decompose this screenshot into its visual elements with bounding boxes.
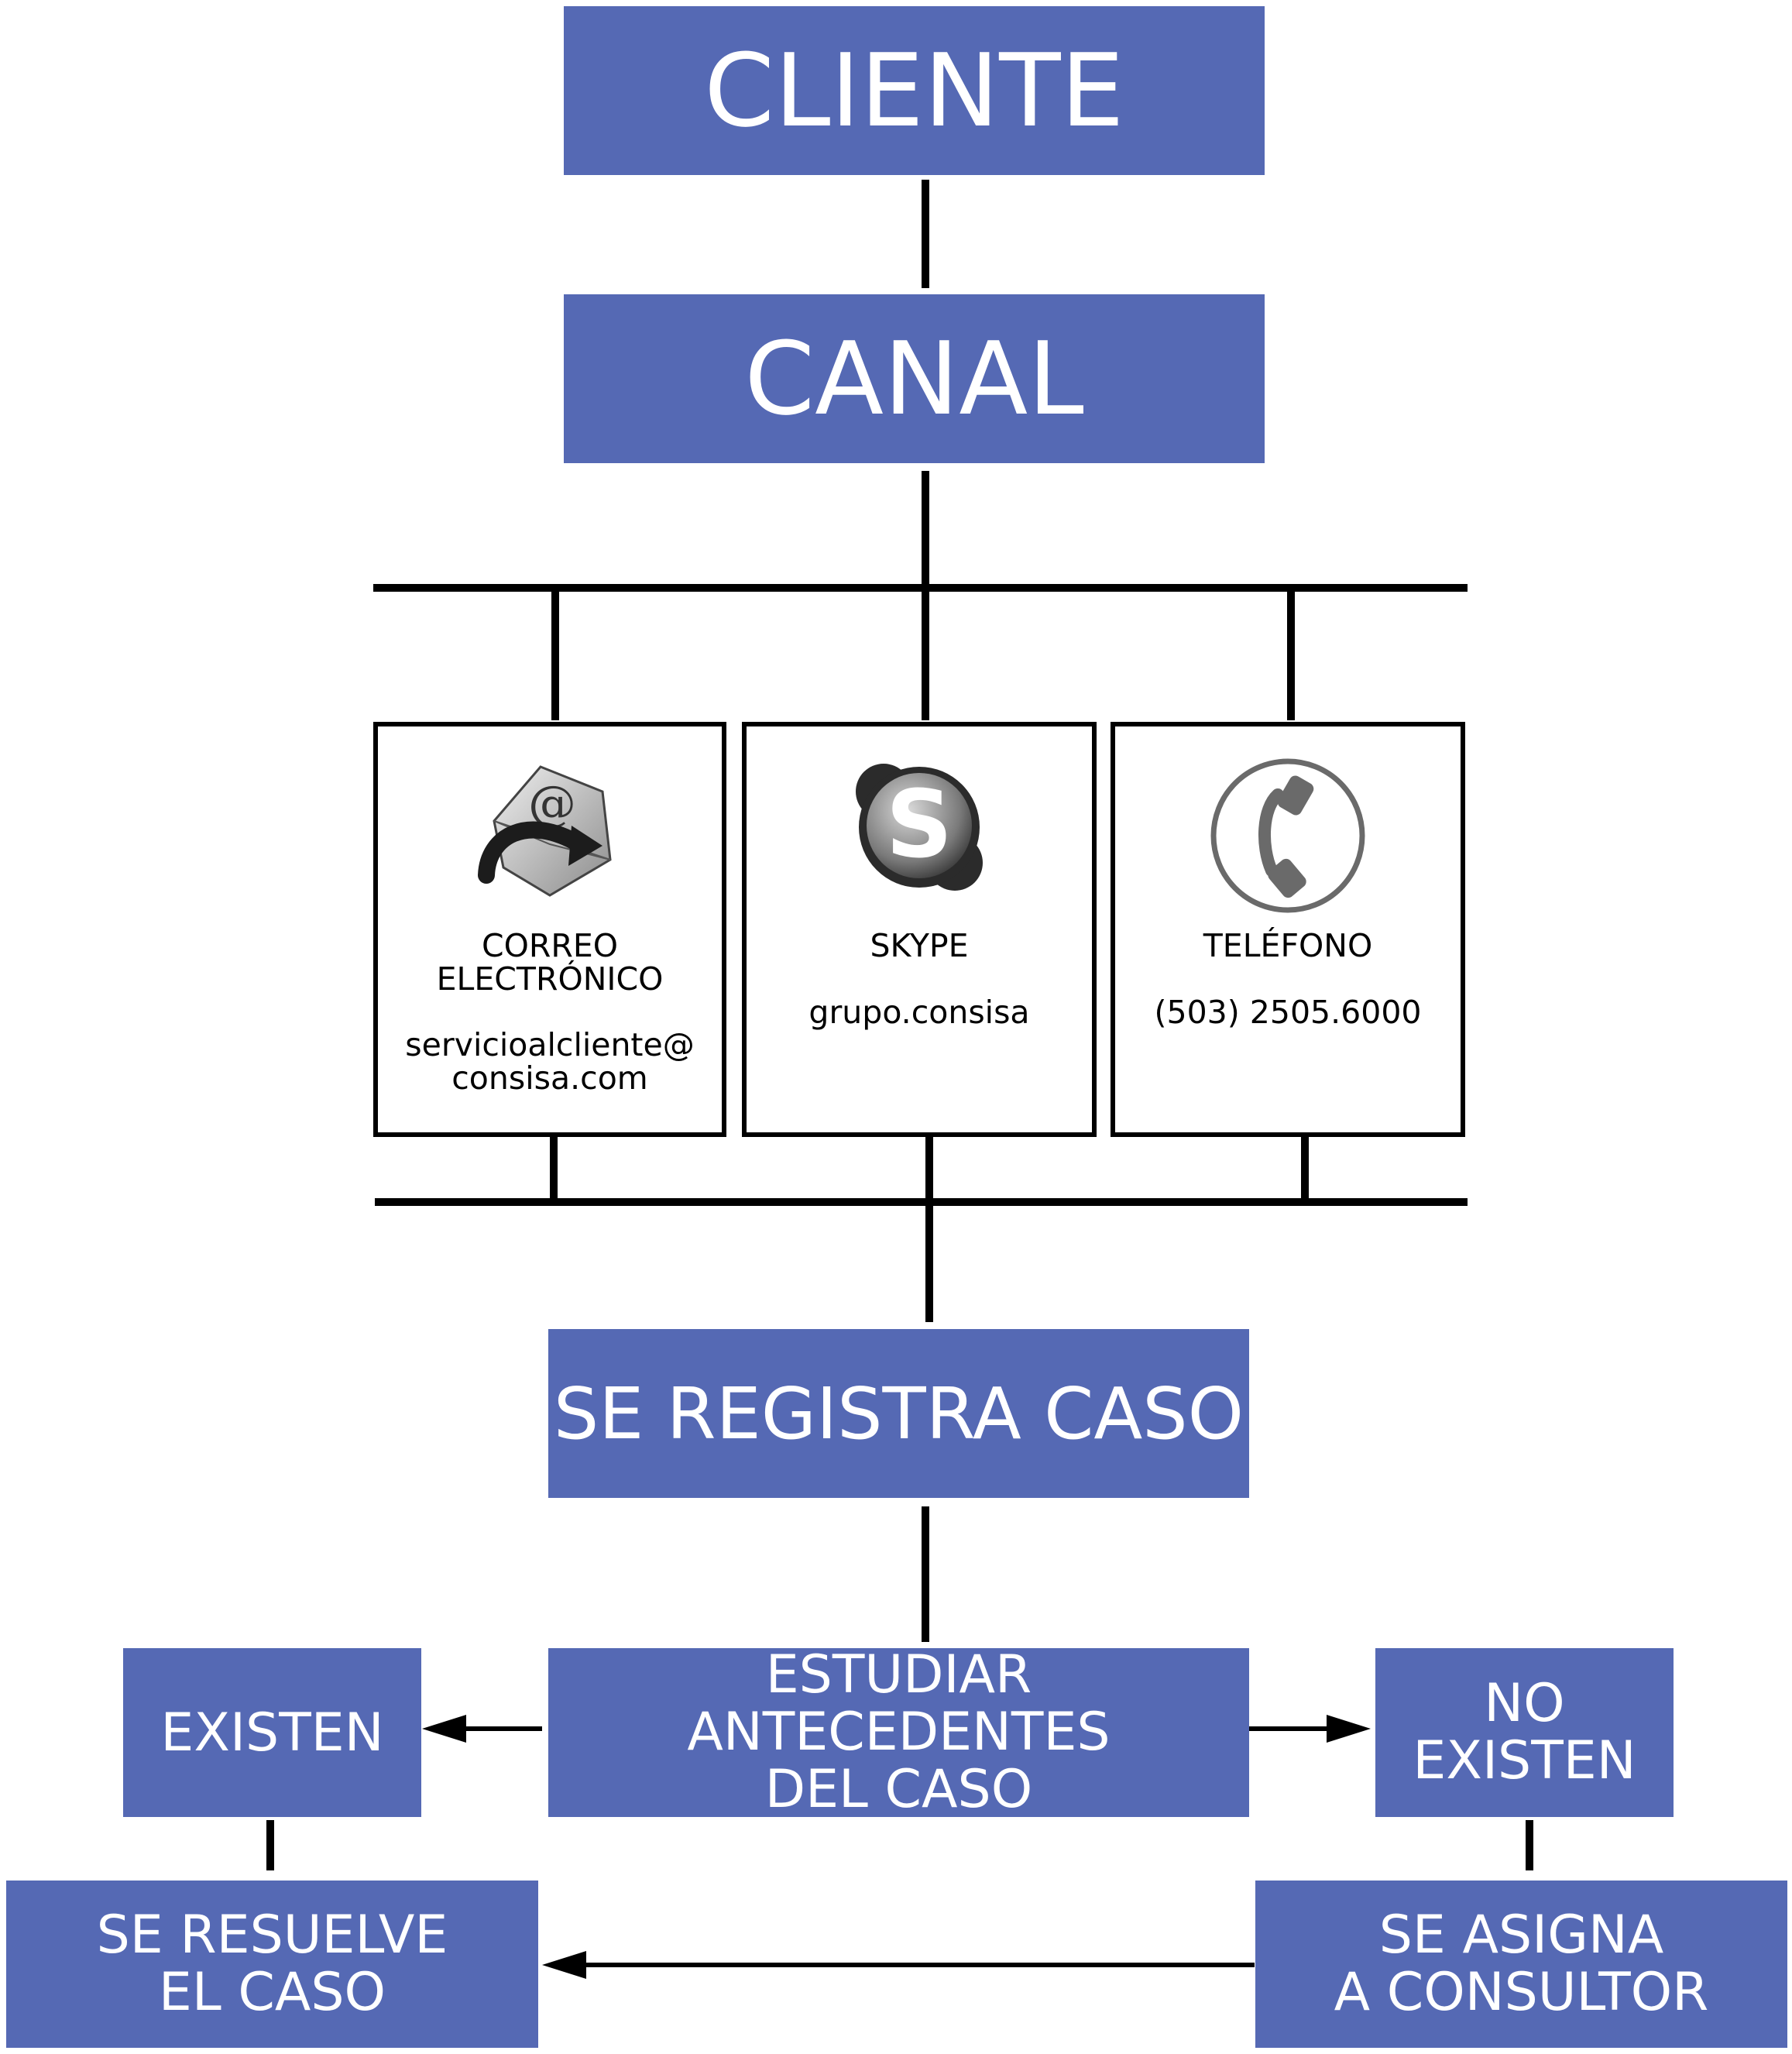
node-cliente: CLIENTE xyxy=(564,6,1265,175)
connector-canal-bus xyxy=(922,471,929,587)
phone-icon xyxy=(1207,754,1369,920)
node-registra: SE REGISTRA CASO xyxy=(548,1329,1249,1498)
channel-card-skype: S SKYPE grupo.consisa xyxy=(742,722,1097,1137)
skype-icon: S xyxy=(850,757,989,900)
arrow-estudiar-to-existen xyxy=(422,1715,542,1743)
node-existen: EXISTEN xyxy=(123,1648,421,1817)
connector-noexisten-asigna xyxy=(1526,1820,1533,1870)
connector-registra-estudiar xyxy=(922,1506,929,1642)
channel-detail-email: servicioalcliente@ consisa.com xyxy=(405,1026,695,1097)
connector-existen-resuelve xyxy=(266,1820,274,1870)
connector-cliente-canal xyxy=(922,180,929,288)
node-existen-label: EXISTEN xyxy=(160,1702,384,1764)
node-estudiar: ESTUDIAR ANTECEDENTES DEL CASO xyxy=(548,1644,1249,1820)
channel-card-phone: TELÉFONO (503) 2505.6000 xyxy=(1111,722,1465,1137)
arrow-asigna-to-resuelve xyxy=(542,1951,1255,1979)
node-asigna: SE ASIGNA A CONSULTOR xyxy=(1255,1881,1787,2048)
channel-detail-phone: (503) 2505.6000 xyxy=(1154,994,1422,1031)
channel-detail-skype: grupo.consisa xyxy=(808,994,1030,1031)
connector-bus-email xyxy=(551,589,559,720)
node-estudiar-label: ESTUDIAR ANTECEDENTES DEL CASO xyxy=(687,1644,1111,1820)
channel-title-email: CORREO ELECTRÓNICO xyxy=(436,927,664,998)
node-no-existen: NO EXISTEN xyxy=(1375,1648,1674,1817)
email-icon: @ xyxy=(472,751,627,909)
connector-bus-phone xyxy=(1287,589,1295,720)
node-canal: CANAL xyxy=(564,294,1265,463)
connector-email-bottombus xyxy=(550,1135,558,1200)
channel-title-phone: TELÉFONO xyxy=(1203,927,1373,964)
channel-title-skype: SKYPE xyxy=(870,927,969,964)
node-resuelve: SE RESUELVE EL CASO xyxy=(6,1881,538,2048)
connector-bus-skype xyxy=(922,589,929,720)
connector-bus-registra xyxy=(925,1202,933,1322)
connector-skype-bottombus xyxy=(925,1135,933,1200)
node-canal-label: CANAL xyxy=(744,320,1084,438)
connector-phone-bottombus xyxy=(1301,1135,1309,1200)
node-resuelve-label: SE RESUELVE EL CASO xyxy=(96,1905,448,2023)
top-bus xyxy=(373,584,1468,592)
arrow-estudiar-to-noexisten xyxy=(1249,1715,1371,1743)
channel-card-email: @ CORREO ELECTRÓNICO servicioalcliente@ … xyxy=(373,722,726,1137)
svg-text:S: S xyxy=(886,771,953,879)
node-cliente-label: CLIENTE xyxy=(704,32,1124,149)
node-registra-label: SE REGISTRA CASO xyxy=(553,1372,1244,1455)
bottom-bus xyxy=(375,1198,1468,1206)
node-asigna-label: SE ASIGNA A CONSULTOR xyxy=(1334,1905,1709,2023)
node-no-existen-label: NO EXISTEN xyxy=(1413,1673,1636,1791)
